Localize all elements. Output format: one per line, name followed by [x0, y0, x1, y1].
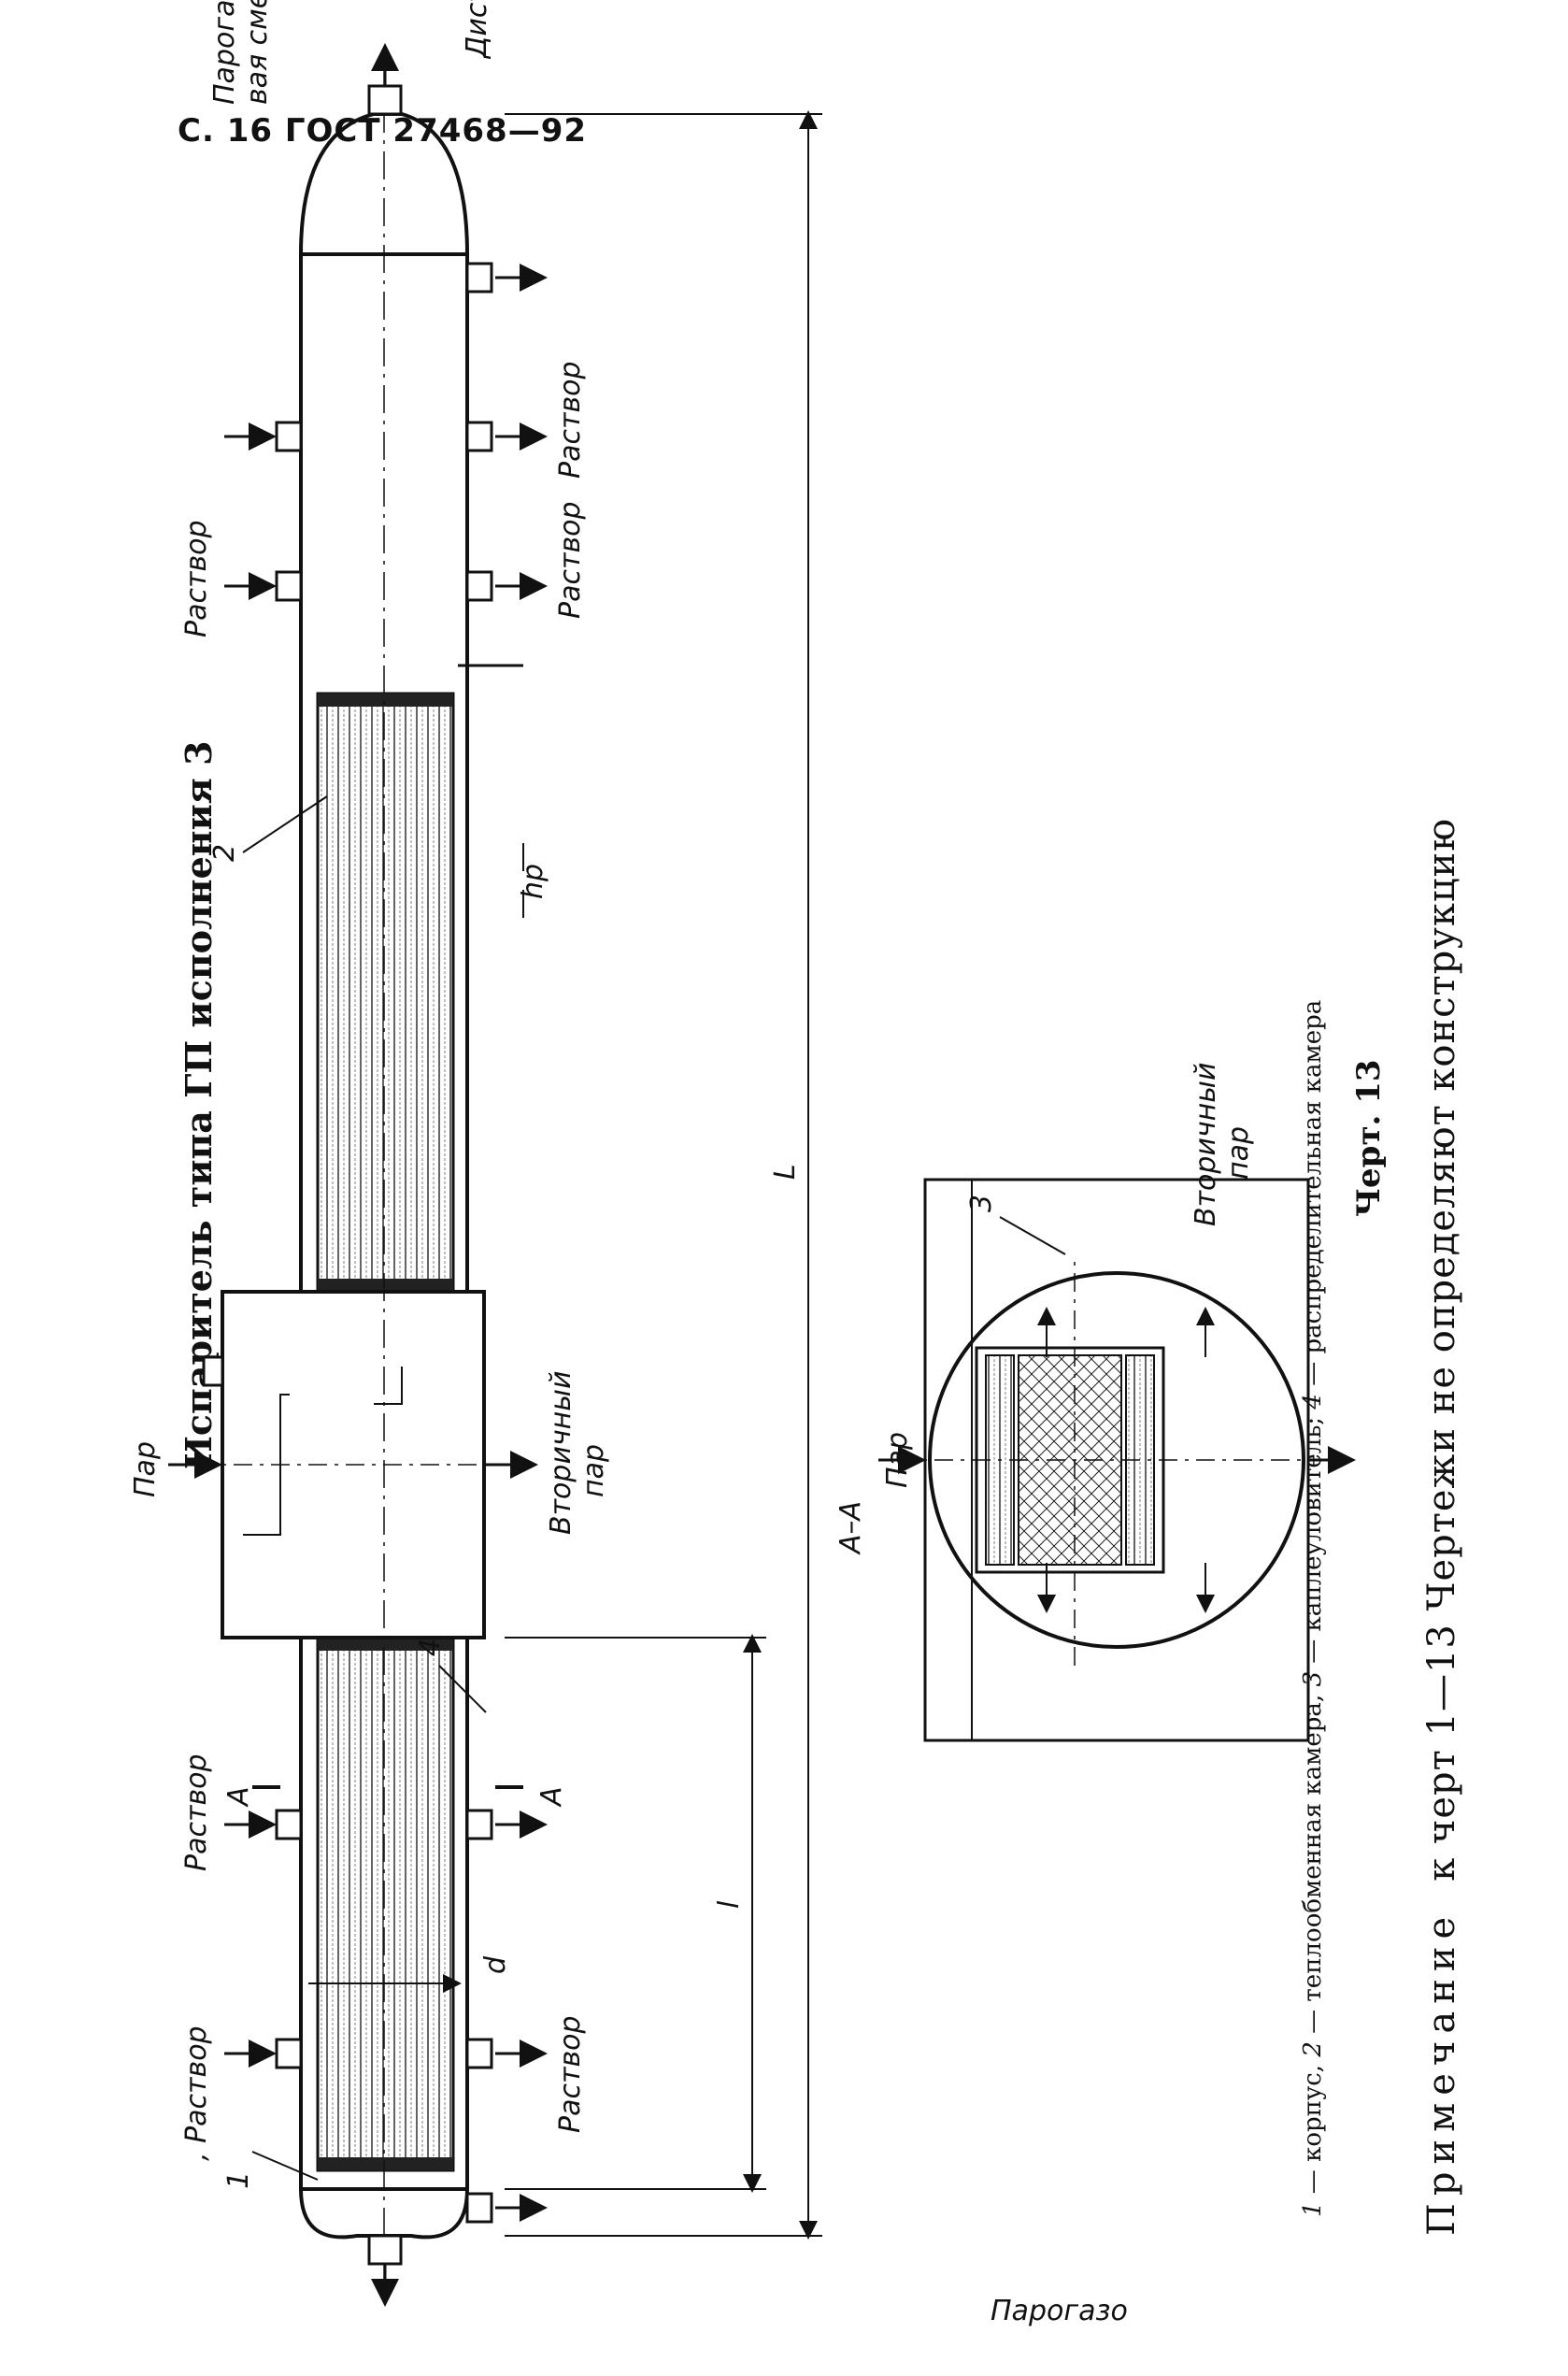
label-solution-bottom-3: Раствор: [554, 361, 587, 479]
note: Примечание к черт 1—13 Чертежи не определ…: [1420, 818, 1463, 2236]
part-leaders: [242, 795, 487, 2181]
label-vapor-mix-right-2: вая смесь: [241, 0, 274, 105]
section-steam-label: Пар: [881, 1432, 914, 1488]
dim-l-label: l: [713, 1900, 746, 1909]
section-secondary-2: пар: [1222, 1126, 1255, 1180]
label-secondary-steam-2: пар: [577, 1444, 610, 1497]
note-text: к черт 1—13 Чертежи не определяют констр…: [1420, 817, 1463, 1882]
dim-L-label: L: [769, 1164, 802, 1180]
note-prefix: Примечание: [1420, 1909, 1463, 2236]
label-distillate: Дистиллят: [461, 0, 493, 60]
label-solution-bottom-2: Раствор: [554, 501, 587, 619]
heat-exchange-chamber-left: [316, 1636, 455, 2172]
caption-legend: 1 — корпус, 2 — теплообменная камера, 3 …: [1299, 999, 1327, 2217]
bottom-nozzles: [465, 262, 493, 2224]
page-header: С. 16 ГОСТ 27468—92: [178, 112, 588, 150]
part-number-2: 2: [208, 844, 241, 862]
part-number-3: 3: [965, 1195, 998, 1212]
section-title: А–А: [834, 1501, 867, 1555]
section-mark-bottom: А: [535, 1786, 568, 1808]
label-vapor-mix-right-1: Парогазо -: [208, 0, 241, 105]
dimension-lines: [308, 110, 822, 2240]
label-solution-bottom-1: Раствор: [554, 2015, 587, 2133]
heat-exchange-chamber-right: [316, 692, 455, 1294]
label-secondary-steam-1: Вторичный: [545, 1371, 577, 1535]
label-solution-top-2: Раствор: [180, 1753, 213, 1871]
section-a-a: [878, 1178, 1356, 1742]
section-secondary-1: Вторичный: [1190, 1063, 1222, 1226]
section-mark-top: А: [222, 1786, 255, 1808]
label-vapor-mix-left: Парогазо: [991, 2295, 1128, 2327]
top-nozzles: [202, 421, 303, 2069]
part-number-1: 1: [222, 2171, 255, 2189]
dim-d-label: d: [479, 1955, 512, 1974]
label-solution-top-3: Раствор: [180, 520, 213, 637]
drawing-number: Черт. 13: [1350, 1059, 1388, 1217]
dim-hr-label: hр: [517, 864, 549, 899]
label-steam: Пар: [129, 1441, 162, 1497]
part-number-4: 4: [414, 1639, 447, 1656]
label-solution-top-1: , Раствор: [180, 2025, 213, 2161]
flow-arrows: [168, 43, 548, 2307]
